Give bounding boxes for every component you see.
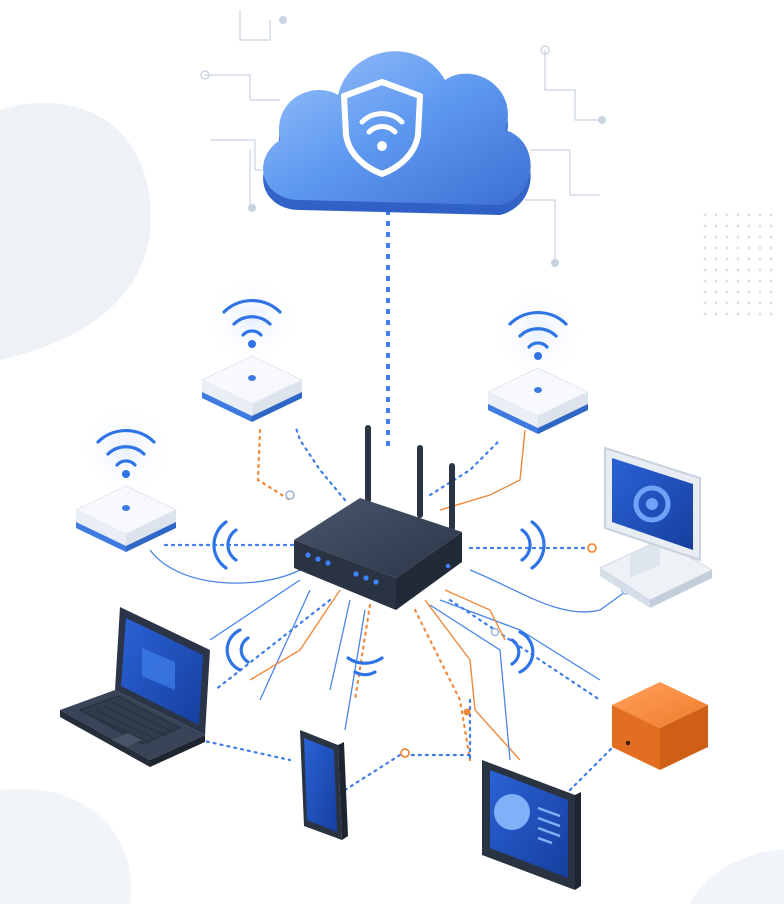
link-router-laptop (213, 598, 332, 692)
access-point-top-left (200, 272, 304, 422)
tablet-icon (482, 760, 581, 890)
link-router-smart-hub (448, 598, 602, 702)
background-blob-left (0, 102, 151, 360)
access-point-top-right (486, 284, 590, 434)
wireless-signal-lower-right (510, 630, 535, 674)
wireless-signal-left (212, 520, 238, 570)
router-node (294, 425, 462, 610)
circuit-traces (200, 10, 606, 267)
connection-lines (149, 210, 631, 802)
phone-icon (300, 730, 348, 840)
laptop-icon (60, 607, 210, 767)
access-point-left (74, 402, 178, 552)
shield-wifi-icon (341, 79, 423, 177)
link-router-smartphone (353, 603, 372, 702)
monitor-icon (598, 446, 714, 608)
link-router-ap-top-right (428, 438, 502, 497)
link-router-ap-top-left (293, 423, 347, 502)
keyboard (78, 695, 182, 745)
link-router-ap-top-left-orange (256, 428, 292, 502)
cloud-node (263, 51, 531, 215)
smart-box-icon (612, 682, 708, 770)
dot-grid (703, 213, 773, 316)
wireless-signal-lower-left (225, 628, 250, 672)
background-blob-right (690, 850, 784, 904)
wifi-icon (508, 310, 568, 360)
background-blob-bottom (0, 788, 132, 904)
wifi-icon (222, 298, 282, 348)
router-leds (305, 552, 451, 585)
wifi-icon (96, 428, 156, 478)
link-router-ap-top-right-orange (439, 429, 526, 511)
wireless-signal-right (520, 520, 546, 570)
link-router-tablet (413, 608, 472, 762)
wireless-signal-bottom (346, 656, 384, 677)
